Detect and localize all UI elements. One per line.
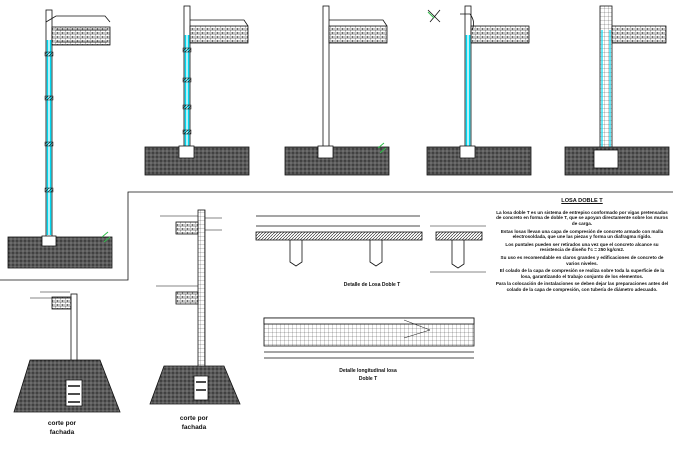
notes-paragraph: El colado de la capa de compresión se re… <box>499 268 665 279</box>
facade-section-b <box>149 209 241 405</box>
caption-longitudinal-2: Doble T <box>359 376 377 382</box>
notes-paragraph: Su uso es recomendable en claros grandes… <box>500 254 664 266</box>
notes-paragraph: Los puntales pueden ser retirados una ve… <box>505 241 659 253</box>
caption-section-a: corte por <box>48 420 77 427</box>
wall-section-1 <box>7 9 113 269</box>
wall-section-5 <box>564 5 670 176</box>
notes-paragraph: Para la colocación de instalaciones se d… <box>495 281 669 292</box>
caption-beam-detail: Detalle de Losa Doble T <box>344 282 400 288</box>
caption-section-a-2: fachada <box>50 429 75 436</box>
caption-section-b: corte por <box>180 415 209 422</box>
notes-block: LOSA DOBLE T La losa doble T es un siste… <box>494 198 670 295</box>
facade-section-a <box>13 291 121 413</box>
wall-section-2 <box>144 5 250 176</box>
wall-section-4 <box>426 5 532 176</box>
double-t-detail <box>255 215 486 273</box>
longitudinal-detail <box>263 317 475 359</box>
notes-paragraph: Estas losas llevan una capa de compresió… <box>500 228 664 240</box>
caption-section-b-2: fachada <box>182 424 207 431</box>
sheet-frame <box>0 191 673 281</box>
notes-title: LOSA DOBLE T <box>561 198 603 204</box>
notes-paragraph: La losa doble T es un sistema de entrepi… <box>496 209 668 226</box>
caption-longitudinal-1: Detalle longitudinal losa <box>339 368 397 374</box>
wall-section-3 <box>284 5 390 176</box>
